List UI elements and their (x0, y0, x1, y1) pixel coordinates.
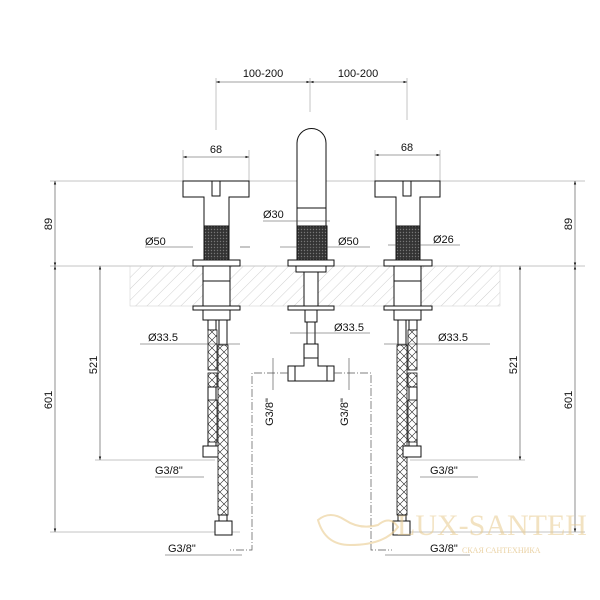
dia-shank-spout-label: Ø33.5 (334, 322, 364, 334)
spout (287, 128, 335, 382)
watermark-text: LUX-SANTEH (397, 509, 587, 542)
watermark-logo: LUX-SANTEH СКАЯ САНТЕХНИКА (316, 509, 587, 555)
watermark-tagline: СКАЯ САНТЕХНИКА (462, 546, 541, 555)
dia-shank-left-label: Ø33.5 (148, 332, 178, 344)
spacing-dimension: 100-200 100-200 (215, 68, 408, 130)
total-left-label: 601 (43, 391, 55, 409)
left-cross-handle (182, 180, 250, 321)
thread-t-left-label: G3/8" (264, 398, 276, 426)
dia-knurl-right-label: Ø26 (433, 234, 454, 246)
dia-spout-label: Ø30 (263, 209, 284, 221)
bathtub-icon (316, 514, 400, 547)
height-left-label: 89 (43, 218, 55, 230)
dia-base-left-label: Ø50 (145, 236, 166, 248)
dia-base-spout-label: Ø50 (338, 236, 359, 248)
total-right-label: 601 (563, 391, 575, 409)
depth-right-label: 521 (508, 356, 520, 374)
left-connection-path (230, 372, 288, 551)
spacing-right-label: 100-200 (338, 68, 378, 80)
depth-left-label: 521 (88, 356, 100, 374)
height-right-label: 89 (563, 218, 575, 230)
right-cross-handle (374, 180, 441, 321)
right-hoses (392, 319, 422, 536)
right-connection-path (334, 372, 392, 551)
dia-shank-right-label: Ø33.5 (438, 332, 468, 344)
handle-width-right-label: 68 (401, 142, 413, 154)
spacing-left-label: 100-200 (243, 68, 283, 80)
thread-bottom-left-label: G3/8" (168, 543, 196, 555)
thread-bottom-right-label: G3/8" (430, 543, 458, 555)
thread-hose-left-label: G3/8" (155, 465, 183, 477)
handle-width-left-label: 68 (210, 144, 222, 156)
thread-hose-right-label: G3/8" (430, 465, 458, 477)
thread-t-right-label: G3/8" (339, 398, 351, 426)
left-hoses (202, 319, 233, 536)
